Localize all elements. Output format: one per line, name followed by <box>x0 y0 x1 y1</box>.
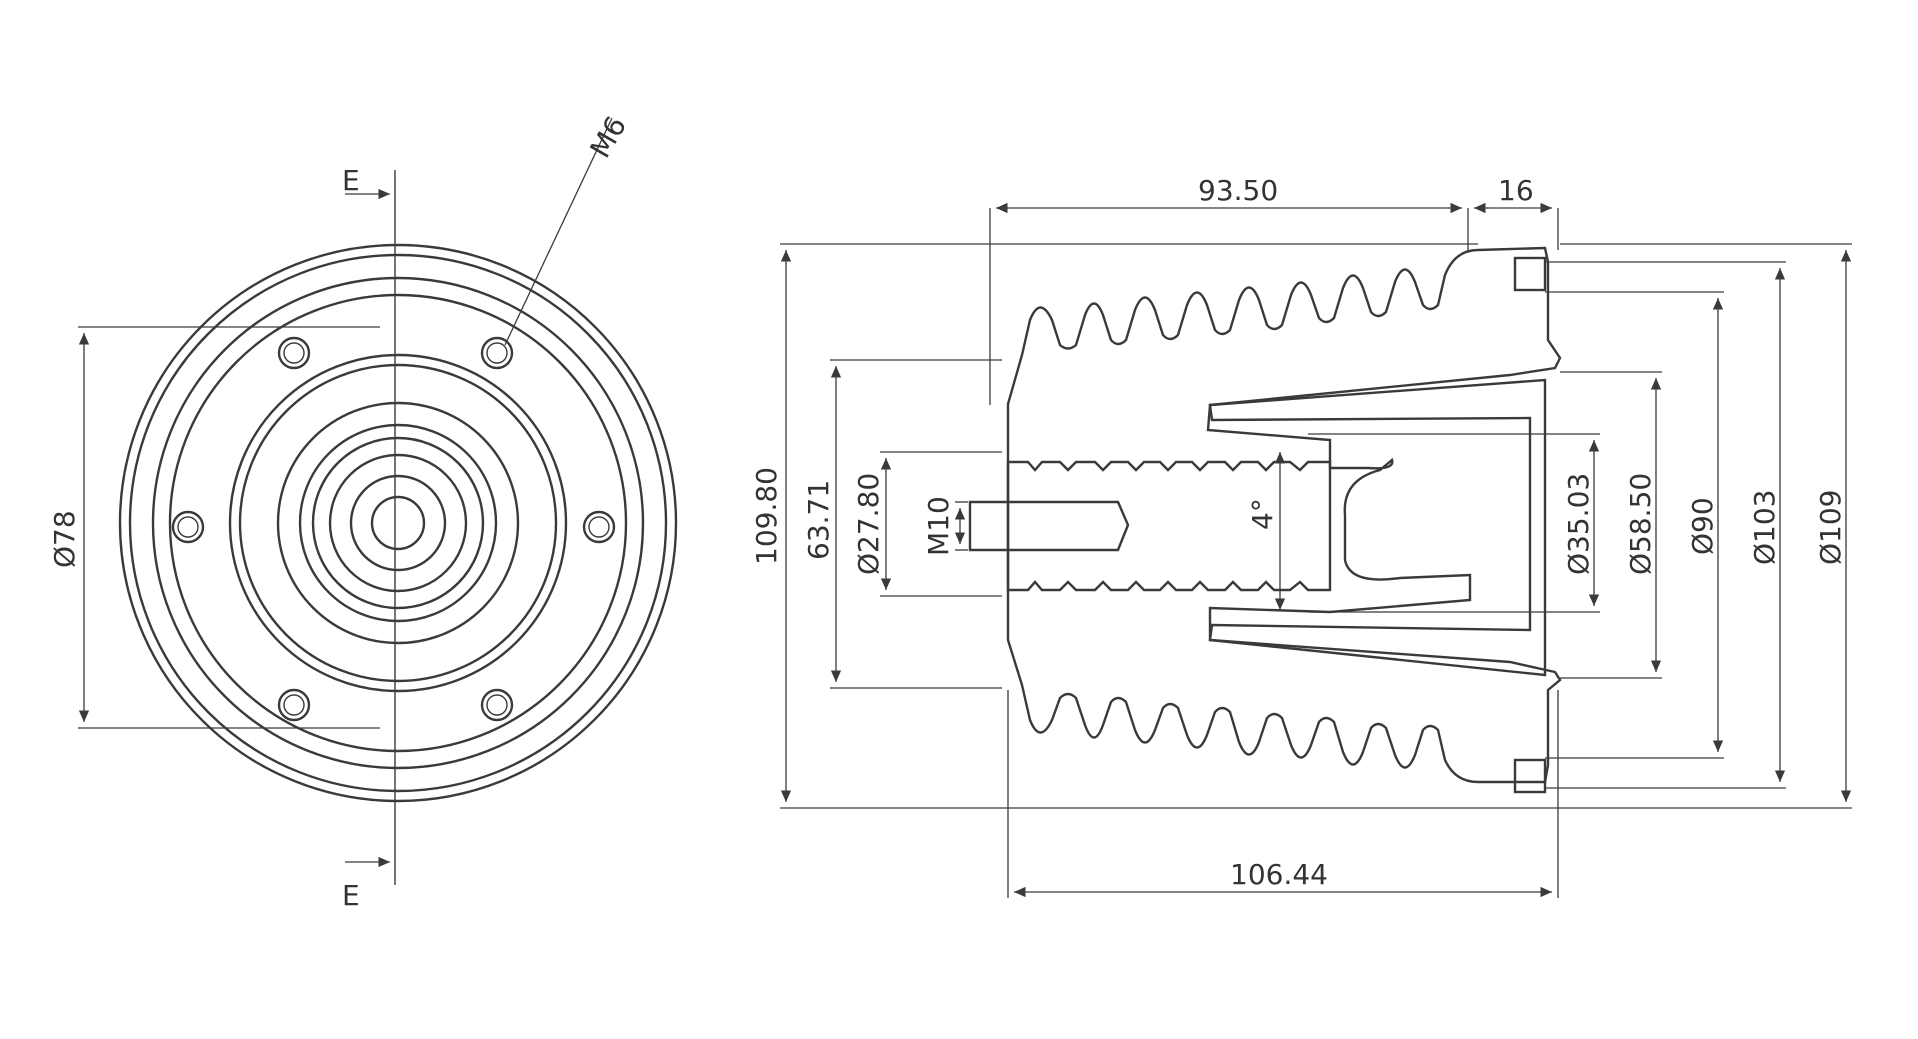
angle-label: 4° <box>1246 498 1279 530</box>
bore-inner <box>370 495 426 551</box>
dim-90-label: Ø90 <box>1686 497 1719 555</box>
boss-circle-inner <box>238 363 558 683</box>
boss-circle <box>228 353 568 693</box>
dim-63-label: 63.71 <box>802 480 835 560</box>
dim-35-label: Ø35.03 <box>1562 473 1595 575</box>
section-mark-top: E <box>342 164 360 197</box>
flange-hole-top <box>1513 256 1547 292</box>
dim-58-label: Ø58.50 <box>1624 473 1657 575</box>
dim-93-label: 93.50 <box>1198 174 1278 207</box>
threaded-insert <box>1006 460 1332 592</box>
m6-label: M6 <box>583 111 633 164</box>
m6-leader <box>504 117 613 346</box>
bore-outer <box>349 474 447 572</box>
bolt-holes <box>171 336 616 722</box>
front-view: E E M6 Ø78 <box>48 111 678 912</box>
hub-circle-2 <box>311 436 485 610</box>
flange-circle-inner <box>168 293 628 753</box>
dim-103-label: Ø103 <box>1748 490 1781 565</box>
flange-circle <box>151 276 645 770</box>
hub-circle <box>276 401 520 645</box>
dim-16-label: 16 <box>1498 174 1534 207</box>
dim-27-label: Ø27.80 <box>852 473 885 575</box>
section-mark-bottom: E <box>342 879 360 912</box>
section-view: 4° 93.50 16 106.44 109.80 63.71 Ø27.80 <box>750 174 1852 898</box>
taper-cavity <box>1208 378 1547 677</box>
dia78-label: Ø78 <box>48 510 81 568</box>
outer-ring <box>118 243 678 803</box>
flange-hole-bottom <box>1513 758 1547 794</box>
insulator-body <box>1006 246 1562 784</box>
hub-circle-3 <box>328 453 468 593</box>
hub-circle-inner <box>298 423 498 623</box>
dim-m10-label: M10 <box>922 496 955 556</box>
dim-109-80-label: 109.80 <box>750 467 783 565</box>
dim-106-label: 106.44 <box>1230 858 1328 891</box>
outer-ring-inner <box>128 253 668 793</box>
dim-109-label: Ø109 <box>1814 490 1847 565</box>
central-bore <box>968 500 1130 552</box>
